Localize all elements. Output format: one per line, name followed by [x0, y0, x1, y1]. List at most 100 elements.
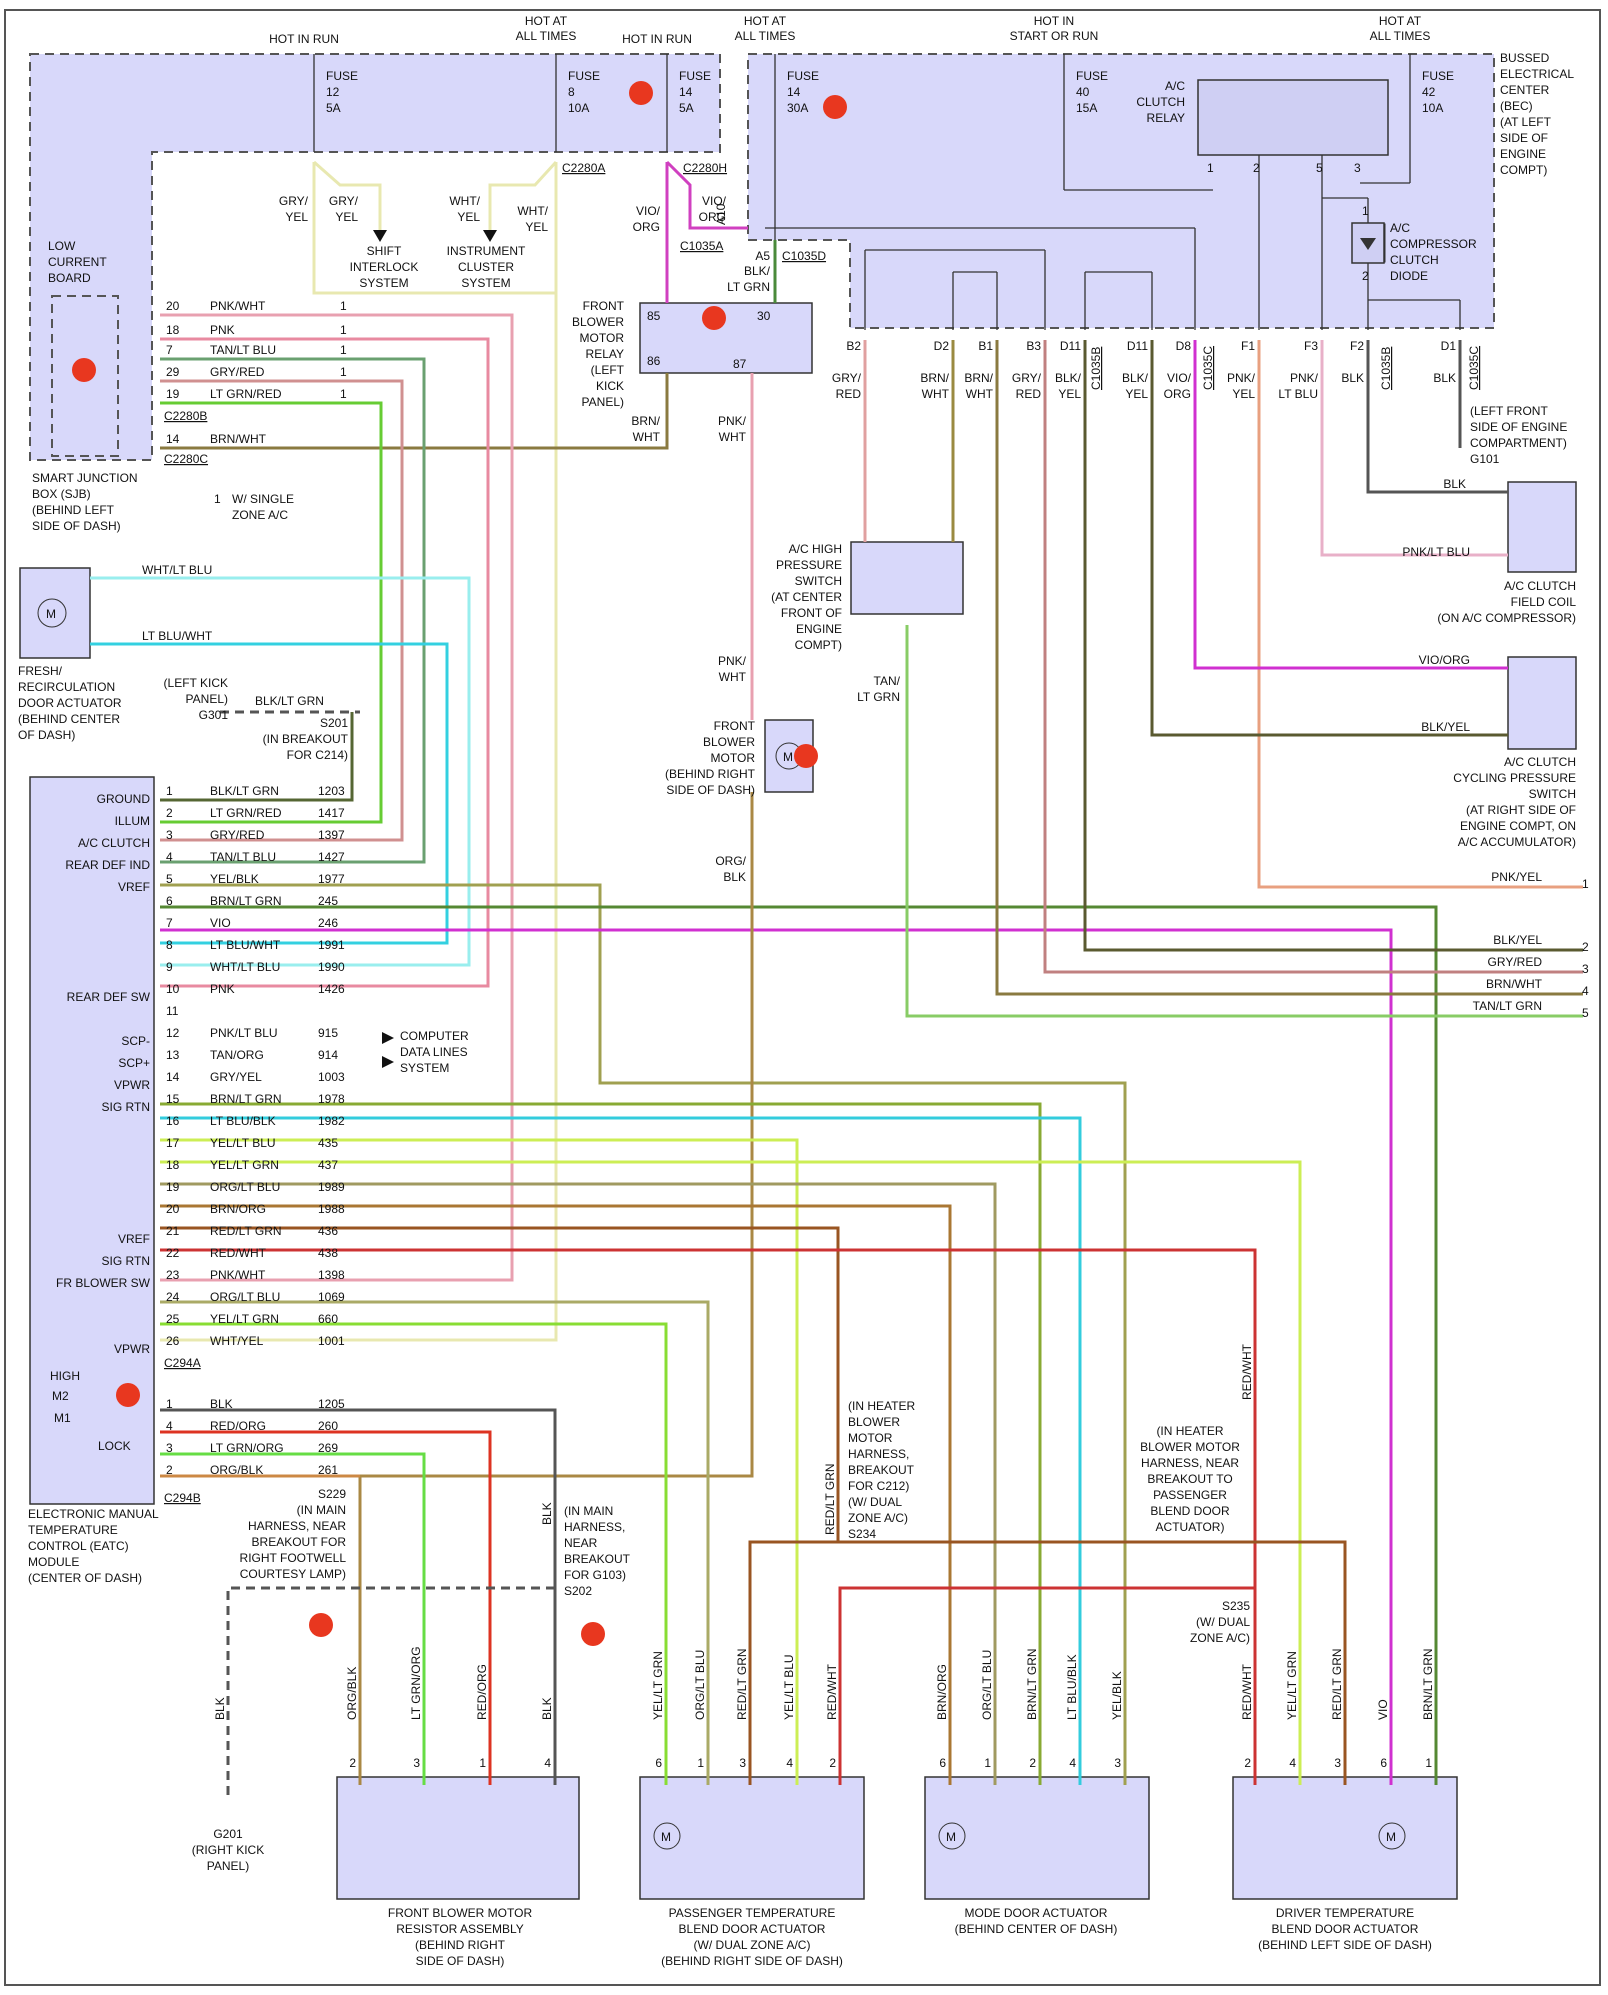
- eatc-wire: LT BLU/WHT: [210, 938, 281, 952]
- blower-relay-label: RELAY: [586, 347, 624, 361]
- eatc-circuit: 1398: [318, 1268, 345, 1282]
- sjb-pin: 20: [166, 299, 180, 313]
- fuse-label-fuse12: FUSE: [326, 69, 358, 83]
- diode-pin-1: 1: [1362, 204, 1369, 218]
- eatc-pin: 6: [166, 894, 173, 908]
- eatc-wire: BRN/LT GRN: [210, 894, 282, 908]
- bec-wire: WHT: [966, 387, 994, 401]
- s202-label: FOR G103): [564, 1568, 626, 1582]
- eatc-func: FR BLOWER SW: [56, 1276, 151, 1290]
- eatc-b-wire: ORG/BLK: [210, 1463, 263, 1477]
- diode-label: A/C: [1390, 221, 1410, 235]
- eatc-wire: YEL/LT GRN: [210, 1158, 279, 1172]
- wl-gry-yel-2: YEL: [335, 210, 358, 224]
- bec-wire: PNK/: [1290, 371, 1319, 385]
- driver_blend-pin: 4: [1289, 1756, 1296, 1770]
- relay-a10: A10: [714, 203, 728, 225]
- high-pressure-label: SWITCH: [795, 574, 842, 588]
- computer-data-label: SYSTEM: [400, 1061, 449, 1075]
- mode_door-wire: BRN/ORG: [935, 1664, 949, 1720]
- fuse-label-fuse42: 10A: [1422, 101, 1443, 115]
- bec-label: SIDE OF: [1500, 131, 1548, 145]
- relay-a5: A5: [755, 249, 770, 263]
- eatc-circuit: 436: [318, 1224, 338, 1238]
- power-label-fuse40: START OR RUN: [1010, 29, 1099, 43]
- c1035c-1: C1035C: [1201, 346, 1215, 390]
- pass_blend-pin: 3: [739, 1756, 746, 1770]
- svg-text:M: M: [46, 607, 56, 621]
- s235-note: ACTUATOR): [1156, 1520, 1225, 1534]
- g201-label: (RIGHT KICK: [192, 1843, 264, 1857]
- eatc-circuit: 915: [318, 1026, 338, 1040]
- eatc-pin: 19: [166, 1180, 180, 1194]
- wl-pnk-wht-2: WHT: [719, 670, 747, 684]
- sjb-pin: 7: [166, 343, 173, 357]
- eatc-label: TEMPERATURE: [28, 1523, 118, 1537]
- cycling-switch-label: ENGINE COMPT, ON: [1460, 819, 1576, 833]
- s234-label: S234: [848, 1527, 876, 1541]
- c2280b: C2280B: [164, 409, 207, 423]
- eatc-circuit: 1069: [318, 1290, 345, 1304]
- fuse-label-fuse12: 5A: [326, 101, 341, 115]
- eatc-pin: 25: [166, 1312, 180, 1326]
- pass_blend-wire: RED/WHT: [825, 1663, 839, 1720]
- bec-wire: GRY/: [832, 371, 862, 385]
- sjb-note: 1: [340, 387, 347, 401]
- mode_door-wire: BRN/LT GRN: [1025, 1648, 1039, 1720]
- switch-m1: M1: [54, 1411, 71, 1425]
- ac-clutch-relay-label: CLUTCH: [1136, 95, 1185, 109]
- eatc-b-wire: LT GRN/ORG: [210, 1441, 284, 1455]
- wl-gry-yel-1: YEL: [285, 210, 308, 224]
- power-label-fuse14b: ALL TIMES: [735, 29, 796, 43]
- bec-wire: ORG: [1164, 387, 1191, 401]
- eatc-func: ILLUM: [115, 814, 150, 828]
- pass_blend-wire: RED/LT GRN: [735, 1648, 749, 1720]
- fuse-label-fuse8: 10A: [568, 101, 589, 115]
- resistor-wire: RED/ORG: [475, 1664, 489, 1720]
- bec-pin: D1: [1441, 339, 1457, 353]
- note-single-zone: ZONE A/C: [232, 508, 288, 522]
- driver_blend-pin: 1: [1425, 1756, 1432, 1770]
- eatc-wire: WHT/YEL: [210, 1334, 264, 1348]
- blower-relay-label: PANEL): [582, 395, 624, 409]
- g201-label: PANEL): [207, 1859, 249, 1873]
- shift-interlock-label: SYSTEM: [359, 276, 408, 290]
- note-single-zone: W/ SINGLE: [232, 492, 294, 506]
- s234-label: (IN HEATER: [848, 1399, 915, 1413]
- sjb-label: SIDE OF DASH): [32, 519, 121, 533]
- g301-label: G301: [199, 708, 229, 722]
- pass-blend-box: [639, 1776, 865, 1900]
- bec-label: BUSSED: [1500, 51, 1550, 65]
- eatc-wire: RED/LT GRN: [210, 1224, 282, 1238]
- eatc-label: MODULE: [28, 1555, 79, 1569]
- eatc-wire: RED/WHT: [210, 1246, 267, 1260]
- sjb-pin: 29: [166, 365, 180, 379]
- mode-door-box: [924, 1776, 1150, 1900]
- wl-blk-ltgrn-g301: BLK/LT GRN: [255, 694, 324, 708]
- eatc-pin: 23: [166, 1268, 180, 1282]
- eatc-box: [29, 776, 155, 1505]
- eatc-pin: 18: [166, 1158, 180, 1172]
- svg-text:M: M: [783, 750, 793, 764]
- eatc-circuit: 1977: [318, 872, 345, 886]
- g101-label: COMPARTMENT): [1470, 436, 1567, 450]
- bec-wire: BLK: [1341, 371, 1364, 385]
- bec-wire: YEL: [1058, 387, 1081, 401]
- eatc-func: VREF: [118, 1232, 150, 1246]
- driver_blend-wire: RED/LT GRN: [1330, 1648, 1344, 1720]
- eatc-func: VREF: [118, 880, 150, 894]
- fuse-label-fuse40: 15A: [1076, 101, 1097, 115]
- eatc-pin: 17: [166, 1136, 180, 1150]
- c1035a: C1035A: [680, 239, 723, 253]
- s234-label: BLOWER: [848, 1415, 900, 1429]
- wl-blk-g201: BLK: [213, 1697, 227, 1720]
- eatc-func: GROUND: [97, 792, 151, 806]
- c2280c: C2280C: [164, 452, 208, 466]
- eatc-circuit: 1989: [318, 1180, 345, 1194]
- blower-relay-label: BLOWER: [572, 315, 624, 329]
- relay-86: 86: [647, 354, 661, 368]
- eatc-pin: 24: [166, 1290, 180, 1304]
- wl-gry-yel-2: GRY/: [329, 194, 359, 208]
- eatc-func: SIG RTN: [102, 1254, 150, 1268]
- c1035d: C1035D: [782, 249, 826, 263]
